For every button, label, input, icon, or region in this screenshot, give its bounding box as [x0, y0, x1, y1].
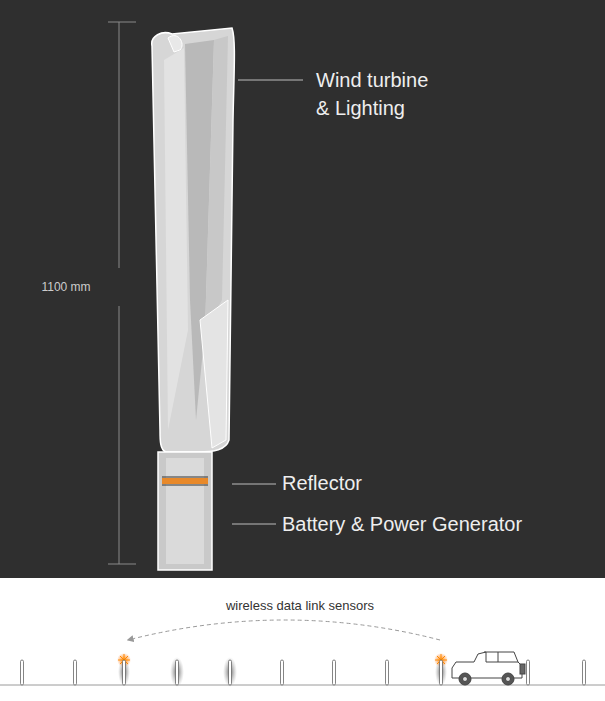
sensor-glow [223, 657, 237, 687]
part-label: Battery & Power Generator [282, 511, 522, 537]
dark-background [0, 0, 605, 578]
jeep-roof [484, 652, 518, 662]
sensor-post [21, 660, 24, 685]
turbine-fold [200, 300, 228, 448]
turbine-base [158, 452, 212, 570]
battery-housing [158, 452, 212, 570]
part-label: Reflector [282, 470, 362, 496]
dimension-label: 1100 mm [38, 279, 93, 295]
turbine-twist [205, 36, 228, 330]
jeep-spare [520, 664, 525, 674]
white-background [0, 578, 605, 701]
turbine-blade [152, 28, 235, 452]
leader-line [232, 524, 276, 525]
turbine-sheet [164, 48, 188, 430]
wind-turbine [152, 28, 235, 452]
leader-lines [232, 80, 303, 524]
sensor-post [333, 660, 336, 685]
leader-line [238, 80, 303, 81]
reflector-band [162, 478, 208, 484]
sensor-post [440, 660, 443, 685]
part-label: Wind turbine & Lighting [316, 66, 441, 122]
dimension-tick [108, 22, 136, 23]
sensor-post [281, 660, 284, 685]
sensor-post [527, 660, 530, 685]
sensor-post [583, 660, 586, 685]
sensor-post [123, 660, 126, 685]
turbine-curl [168, 36, 182, 52]
dimension-line [119, 306, 120, 564]
jeep [452, 652, 525, 685]
jeep-wheel [502, 673, 514, 685]
road-line [0, 685, 605, 686]
dimension-line [108, 22, 136, 564]
sensor-posts [21, 653, 586, 687]
reflector-edge [162, 485, 208, 486]
jeep-hub [463, 677, 468, 682]
jeep-hub [506, 677, 511, 682]
sensor-post [229, 660, 232, 685]
sensor-glow [170, 657, 184, 687]
reflector-edge [162, 477, 208, 478]
jeep-wheel [459, 673, 471, 685]
leader-line [232, 484, 276, 485]
sensor-post [386, 660, 389, 685]
dimension-tick [108, 564, 136, 565]
dimension-line [119, 22, 120, 268]
sensor-post [74, 660, 77, 685]
sensor-post [176, 660, 179, 685]
data-link-arc [128, 620, 440, 640]
jeep-pillar [498, 652, 499, 662]
note-label: wireless data link sensors [223, 598, 377, 614]
battery-inner [166, 458, 204, 564]
